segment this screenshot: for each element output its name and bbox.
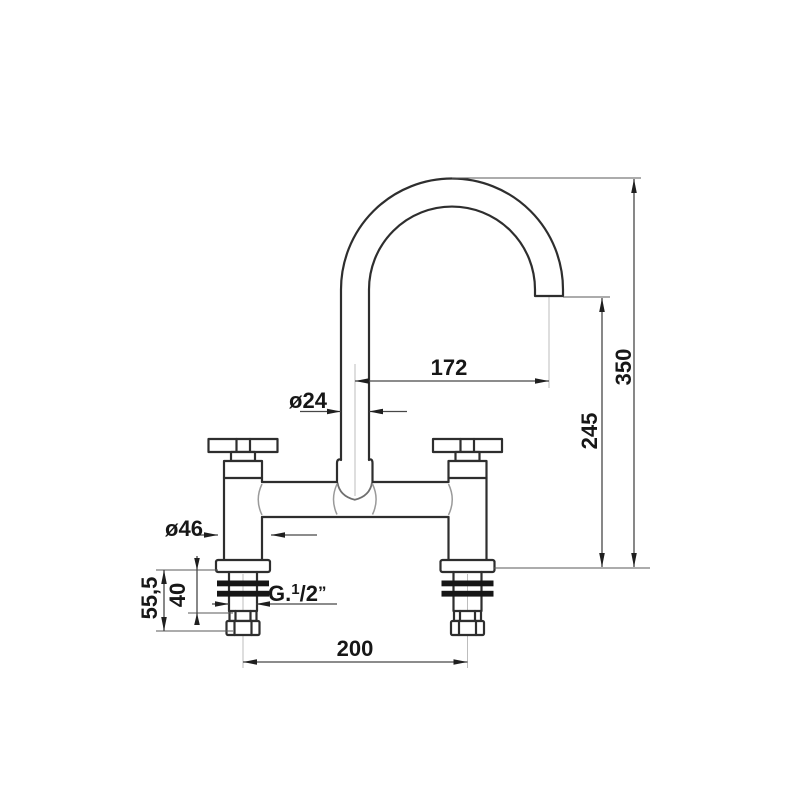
right-valve-assembly [431, 437, 504, 637]
dim-label-shank-length: 55,5 [137, 577, 162, 620]
dimension-thread-length: 40 [165, 556, 200, 625]
right-shank-step [452, 609, 483, 623]
left-seal-washer [217, 580, 269, 587]
dim-label-spout-reach: 172 [431, 355, 468, 380]
dim-label-overall-height: 350 [611, 349, 636, 386]
spout-base-socket [336, 482, 373, 501]
dim-label-hole-centres: 200 [337, 636, 374, 661]
spout-tube [339, 177, 565, 462]
extension-lines [156, 177, 650, 632]
dim-label-thread-size: G.1/2” [268, 581, 326, 606]
dimension-outlet-height: 245 [577, 298, 605, 567]
right-handle-hub [454, 450, 481, 463]
right-cross-handle [431, 437, 504, 454]
right-seal-washer [441, 580, 494, 587]
dim-label-spout-diameter: ø24 [289, 388, 328, 413]
left-handle-hub [229, 450, 257, 463]
left-shank-step [228, 609, 258, 623]
dimension-spout-reach: 172 [355, 355, 549, 384]
faucet-outline [207, 177, 565, 637]
dim-label-outlet-height: 245 [577, 413, 602, 450]
dimension-shank-length: 55,5 [137, 570, 167, 631]
left-bonnet [222, 459, 264, 480]
dim-label-base-diameter: ø46 [165, 516, 203, 541]
left-fixing-nut [225, 619, 261, 637]
right-base-flange [439, 558, 496, 574]
left-base-flange [214, 558, 272, 574]
left-cross-handle [207, 437, 279, 454]
dimension-spout-diameter: ø24 [289, 388, 407, 415]
dimension-overall-height: 350 [611, 179, 637, 567]
bridge-body [257, 480, 453, 519]
dimension-thread-size: G.1/2” [212, 581, 337, 607]
right-bonnet [447, 459, 488, 480]
left-valve-assembly [207, 437, 279, 637]
dim-label-thread-length: 40 [165, 583, 190, 607]
dimension-hole-centres: 200 [243, 636, 468, 665]
dimension-base-diameter: ø46 [165, 516, 317, 541]
right-fixing-nut [449, 619, 486, 637]
spout-base [335, 458, 343, 483]
